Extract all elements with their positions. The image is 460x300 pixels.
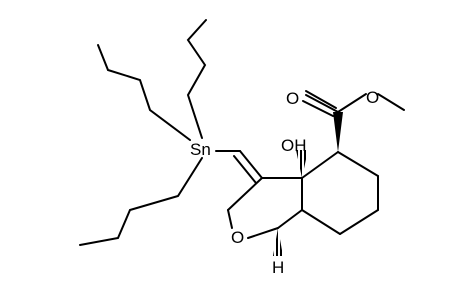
- butyl-chain-top: [186, 19, 207, 139]
- ring-oxygen-label: O: [231, 228, 244, 247]
- ester-wedge-bond: [333, 112, 343, 152]
- carbonyl-oxygen-label: O: [286, 89, 299, 108]
- exocyclic-double-bond: [233, 150, 263, 184]
- tin-atom-label: Sn: [190, 140, 211, 159]
- butyl-chain-bottom: [79, 157, 203, 246]
- ester-group: [302, 90, 405, 117]
- ring-fusion-hashed-bond: [273, 228, 283, 256]
- ester-oxygen-label: O: [366, 88, 379, 107]
- butyl-chain-left: [97, 44, 191, 141]
- ring-fusion-hydrogen-label: H: [272, 258, 284, 277]
- hydroxyl-hashed-bond: [296, 150, 308, 178]
- hydroxyl-label: OH: [281, 136, 307, 155]
- cyclohexane-ring: [277, 151, 379, 235]
- tetrahydrofuran-ring: [227, 177, 303, 239]
